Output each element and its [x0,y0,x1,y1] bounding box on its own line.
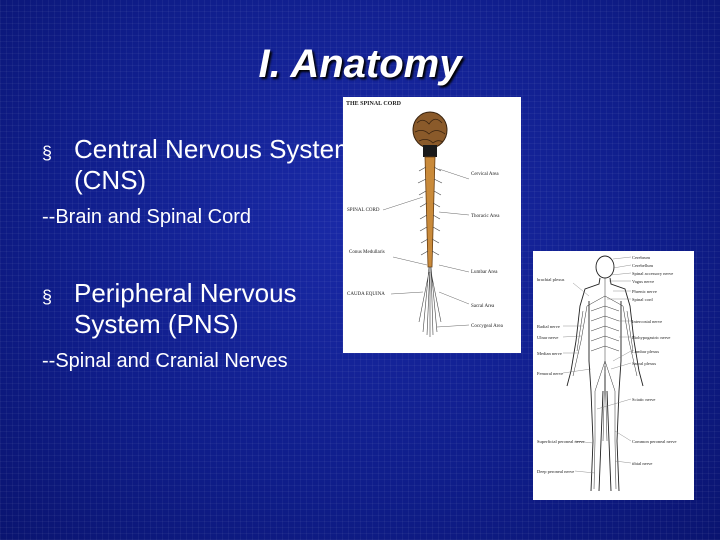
bullet-marker: § [42,287,53,307]
label-sciatic: Sciatic nerve [632,397,655,402]
figure-heading: THE SPINAL CORD [346,101,402,107]
nerve-roots [417,166,443,337]
label-cauda: CAUDA EQUINA [347,292,385,297]
label-conus: Conus Medullaris [349,250,385,255]
label-tibial: tibial nerve [632,461,652,466]
label-cerebellum: Cerebellum [632,263,653,268]
spinal-cord-figure: THE SPINAL CORD Cervical Area SPINAL COR… [343,97,521,353]
label-spinal-cord: SPINAL CORD [347,208,380,213]
body-outline [566,255,644,492]
spinal-cord-shape [424,156,436,268]
label-brachial: brachial plexus [537,277,565,282]
label-spinal-cord-pns: Spinal cord [632,297,653,302]
label-femoral: Femoral nerve [537,371,563,376]
label-cerebrum: Cerebrum [632,255,650,260]
sub-bullet-pns: --Spinal and Cranial Nerves [42,350,288,372]
label-lumbar-plexus: Lumbar plexus [632,349,659,354]
brainstem-shape [423,145,437,157]
pns-figure: Cerebrum Cerebellum Spinal accessory ner… [533,251,694,500]
nerve-network [572,278,638,490]
label-intercostal: Intercostal nerve [632,319,662,324]
label-cervical: Cervical Area [471,172,499,177]
label-median: Median nerve [537,351,562,356]
label-thoracic: Thoracic Area [471,214,500,219]
label-vagus: Vagus nerve [632,279,654,284]
label-deep: Deep peroneal nerve [537,469,574,474]
label-ulnar: Ulnar nerve [537,335,558,340]
label-coccygeal: Coccygeal Area [471,324,504,329]
bullet-pns: § Peripheral Nervous System (PNS) [42,278,362,342]
label-sacral: Sacral Area [471,304,495,309]
label-superficial: Superficial peroneal nerve [537,439,584,444]
bullet-text-cns: Central Nervous System (CNS) [74,134,356,195]
sub-bullet-cns: --Brain and Spinal Cord [42,206,251,228]
label-lumbar: Lumbar Area [471,270,498,275]
slide-title: I. Anatomy [258,42,462,86]
label-common-peroneal: Common peroneal nerve [632,439,677,444]
label-spinal-accessory: Spinal accessory nerve [632,271,673,276]
label-sacral-plexus: Sacral plexus [632,361,656,366]
label-phrenic: Phrenic nerve [632,289,657,294]
bullet-marker: § [42,143,53,163]
label-iliohypogastric: Iliohypogastric nerve [632,335,670,340]
brain-shape [412,111,448,149]
bullet-cns: § Central Nervous System (CNS) [42,134,362,198]
bullet-text-pns: Peripheral Nervous System (PNS) [74,278,297,339]
label-radial: Radial nerve [537,324,560,329]
